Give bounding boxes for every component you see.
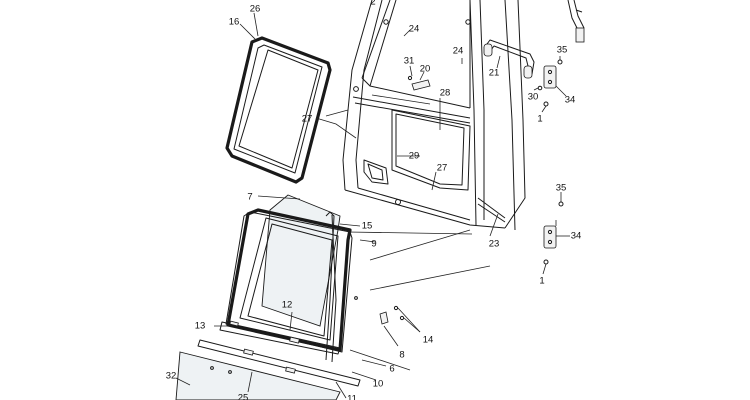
part-label-31: 31 xyxy=(404,56,415,67)
part-label-7: 7 xyxy=(247,192,252,203)
door-handle xyxy=(483,39,535,79)
part-label-1: 1 xyxy=(539,276,544,287)
part-label-13: 13 xyxy=(195,321,206,332)
part-label-24: 24 xyxy=(409,24,420,35)
part-label-20: 20 xyxy=(420,64,431,75)
part-label-2: 2 xyxy=(370,0,375,8)
seal-leaders xyxy=(239,12,357,139)
part-label-27: 27 xyxy=(302,114,313,125)
part-label-32: 32 xyxy=(166,371,177,382)
part-label-9: 9 xyxy=(371,239,376,250)
part-label-14: 14 xyxy=(423,335,434,346)
latch-20 xyxy=(407,65,431,91)
part-label-28: 28 xyxy=(440,88,451,99)
part-label-6: 6 xyxy=(389,364,394,375)
part-label-10: 10 xyxy=(373,379,384,390)
lower-hinge xyxy=(542,192,570,275)
part-label-26: 26 xyxy=(250,4,261,15)
assembly-guides xyxy=(175,195,499,399)
part-label-35: 35 xyxy=(557,45,568,56)
part-label-16: 16 xyxy=(229,17,240,28)
part-label-27: 27 xyxy=(437,163,448,174)
part-label-24: 24 xyxy=(453,46,464,57)
latch-parts xyxy=(379,305,421,347)
part-label-29: 29 xyxy=(409,151,420,162)
part-label-1: 1 xyxy=(537,114,542,125)
cable-assembly xyxy=(567,0,585,43)
upper-hinge xyxy=(533,56,567,113)
part-label-30: 30 xyxy=(528,92,539,103)
part-label-8: 8 xyxy=(399,350,404,361)
part-label-25: 25 xyxy=(238,393,249,400)
part-label-21: 21 xyxy=(489,68,500,79)
door-leader-lines xyxy=(371,29,463,191)
part-label-23: 23 xyxy=(489,239,500,250)
part-label-11: 11 xyxy=(347,394,357,400)
door-frame xyxy=(342,0,526,231)
part-label-15: 15 xyxy=(362,221,373,232)
part-label-35: 35 xyxy=(556,183,567,194)
part-label-34: 34 xyxy=(565,95,576,106)
upper-window-seal xyxy=(225,36,332,184)
part-label-12: 12 xyxy=(282,300,293,311)
part-label-34: 34 xyxy=(571,231,582,242)
lower-window-assembly xyxy=(175,194,361,400)
